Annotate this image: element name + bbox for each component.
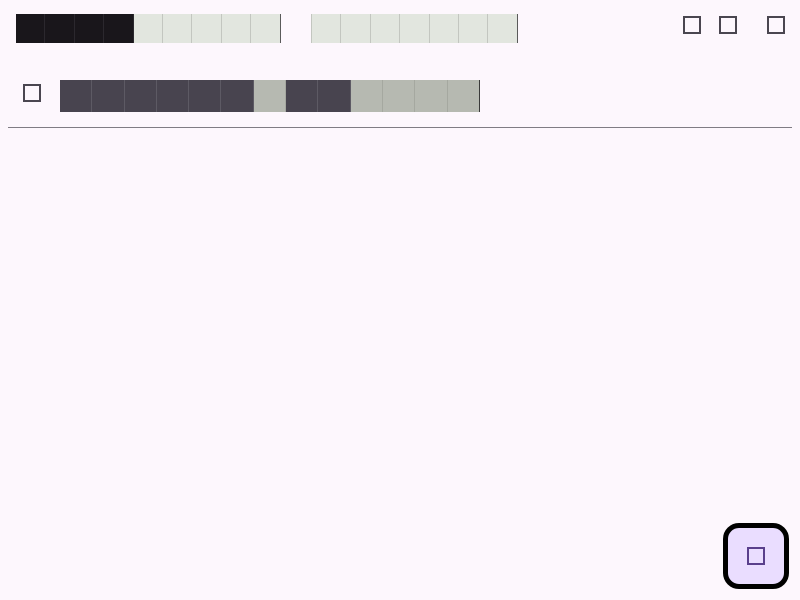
placeholder-segment bbox=[133, 14, 163, 43]
placeholder-segment bbox=[488, 14, 518, 43]
placeholder-segment bbox=[447, 80, 480, 112]
placeholder-segment bbox=[429, 14, 459, 43]
placeholder-segment bbox=[156, 80, 190, 112]
placeholder-segment bbox=[458, 14, 489, 43]
placeholder-segment bbox=[45, 14, 75, 43]
placeholder-segment bbox=[16, 14, 46, 43]
placeholder-segment bbox=[221, 80, 254, 112]
action-square-icon[interactable] bbox=[719, 16, 737, 34]
placeholder-segment bbox=[382, 80, 416, 112]
placeholder-segment bbox=[162, 14, 193, 43]
placeholder-segment bbox=[312, 14, 342, 43]
placeholder-segment bbox=[318, 80, 351, 112]
placeholder-segment bbox=[251, 14, 281, 43]
placeholder-segment bbox=[124, 80, 157, 112]
subtitle-placeholder-strip bbox=[311, 14, 518, 43]
square-icon bbox=[747, 547, 765, 565]
placeholder-segment bbox=[370, 14, 401, 43]
floating-action-button[interactable] bbox=[723, 523, 789, 589]
placeholder-segment bbox=[189, 80, 222, 112]
placeholder-segment bbox=[350, 80, 383, 112]
placeholder-segment bbox=[74, 14, 105, 43]
placeholder-segment bbox=[341, 14, 371, 43]
placeholder-segment bbox=[286, 80, 319, 112]
placeholder-segment bbox=[221, 14, 252, 43]
header-divider bbox=[8, 127, 792, 128]
leading-square-icon[interactable] bbox=[23, 84, 41, 102]
placeholder-segment bbox=[400, 14, 430, 43]
placeholder-segment bbox=[192, 14, 222, 43]
action-square-icon[interactable] bbox=[767, 16, 785, 34]
placeholder-segment bbox=[253, 80, 287, 112]
placeholder-segment bbox=[60, 80, 93, 112]
placeholder-segment bbox=[92, 80, 125, 112]
placeholder-segment bbox=[104, 14, 134, 43]
row-placeholder-strip bbox=[60, 80, 480, 112]
placeholder-segment bbox=[415, 80, 448, 112]
title-placeholder-strip bbox=[16, 14, 281, 43]
action-square-icon[interactable] bbox=[683, 16, 701, 34]
